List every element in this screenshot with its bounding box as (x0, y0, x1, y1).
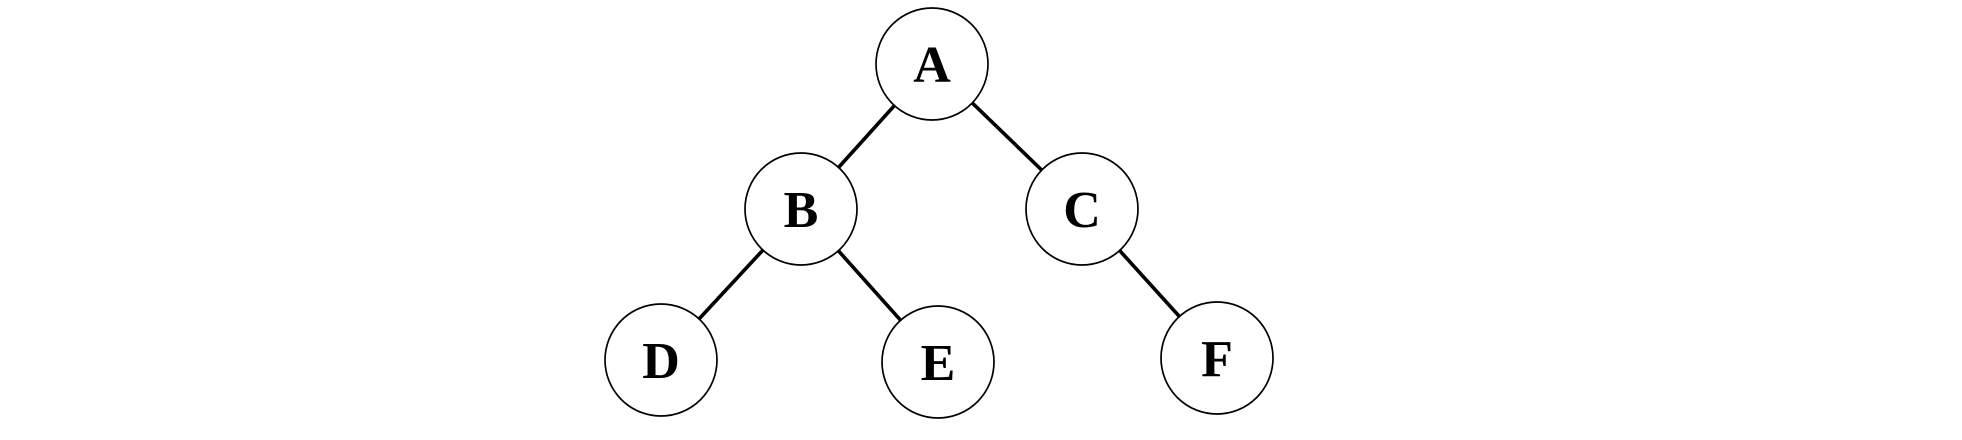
tree-node-F: F (1160, 301, 1274, 415)
tree-node-label-F: F (1201, 331, 1233, 388)
tree-node-circle-F (1160, 301, 1274, 415)
tree-node-E: E (881, 305, 995, 419)
tree-node-label-C: C (1063, 182, 1101, 239)
tree-node-label-B: B (784, 182, 819, 239)
tree-node-circle-E (881, 305, 995, 419)
tree-node-D: D (604, 303, 718, 417)
tree-node-label-D: D (642, 333, 680, 390)
tree-node-circle-B (744, 152, 858, 266)
tree-node-C: C (1025, 152, 1139, 266)
tree-node-circle-D (604, 303, 718, 417)
tree-node-label-A: A (913, 37, 951, 94)
tree-node-label-E: E (921, 335, 956, 392)
tree-node-B: B (744, 152, 858, 266)
tree-node-circle-C (1025, 152, 1139, 266)
tree-node-circle-A (875, 7, 989, 121)
tree-node-A: A (875, 7, 989, 121)
